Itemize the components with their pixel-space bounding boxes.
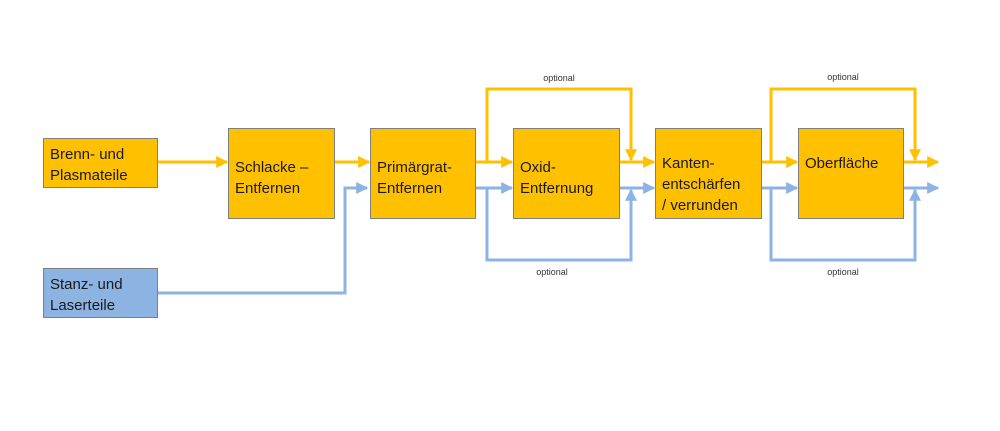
optional-label-top-1: optional — [543, 73, 575, 83]
step-box-kanten-entschaerfen: Kanten- entschärfen / verrunden — [655, 128, 762, 219]
arrow-optional-bypass-oxid-blue — [485, 188, 637, 262]
arrow-optional-bypass-oberflaeche-blue — [769, 188, 921, 262]
optional-label-bottom-2: optional — [827, 267, 859, 277]
step-box-oberflaeche: Oberfläche — [798, 128, 904, 219]
input-box-stanz-laserteile: Stanz- und Laserteile — [43, 268, 158, 318]
arrow-optional-bypass-oxid-orange — [485, 87, 637, 162]
arrow-stanz-to-primaergrat — [158, 182, 369, 295]
optional-label-top-2: optional — [827, 72, 859, 82]
arrow-optional-bypass-oberflaeche-orange — [769, 87, 921, 162]
step-box-schlacke-entfernen: Schlacke – Entfernen — [228, 128, 335, 219]
input-box-brenn-plasmateile: Brenn- und Plasmateile — [43, 138, 158, 188]
optional-label-bottom-1: optional — [536, 267, 568, 277]
step-box-primaergrat-entfernen: Primärgrat- Entfernen — [370, 128, 476, 219]
step-box-oxid-entfernung: Oxid- Entfernung — [513, 128, 620, 219]
